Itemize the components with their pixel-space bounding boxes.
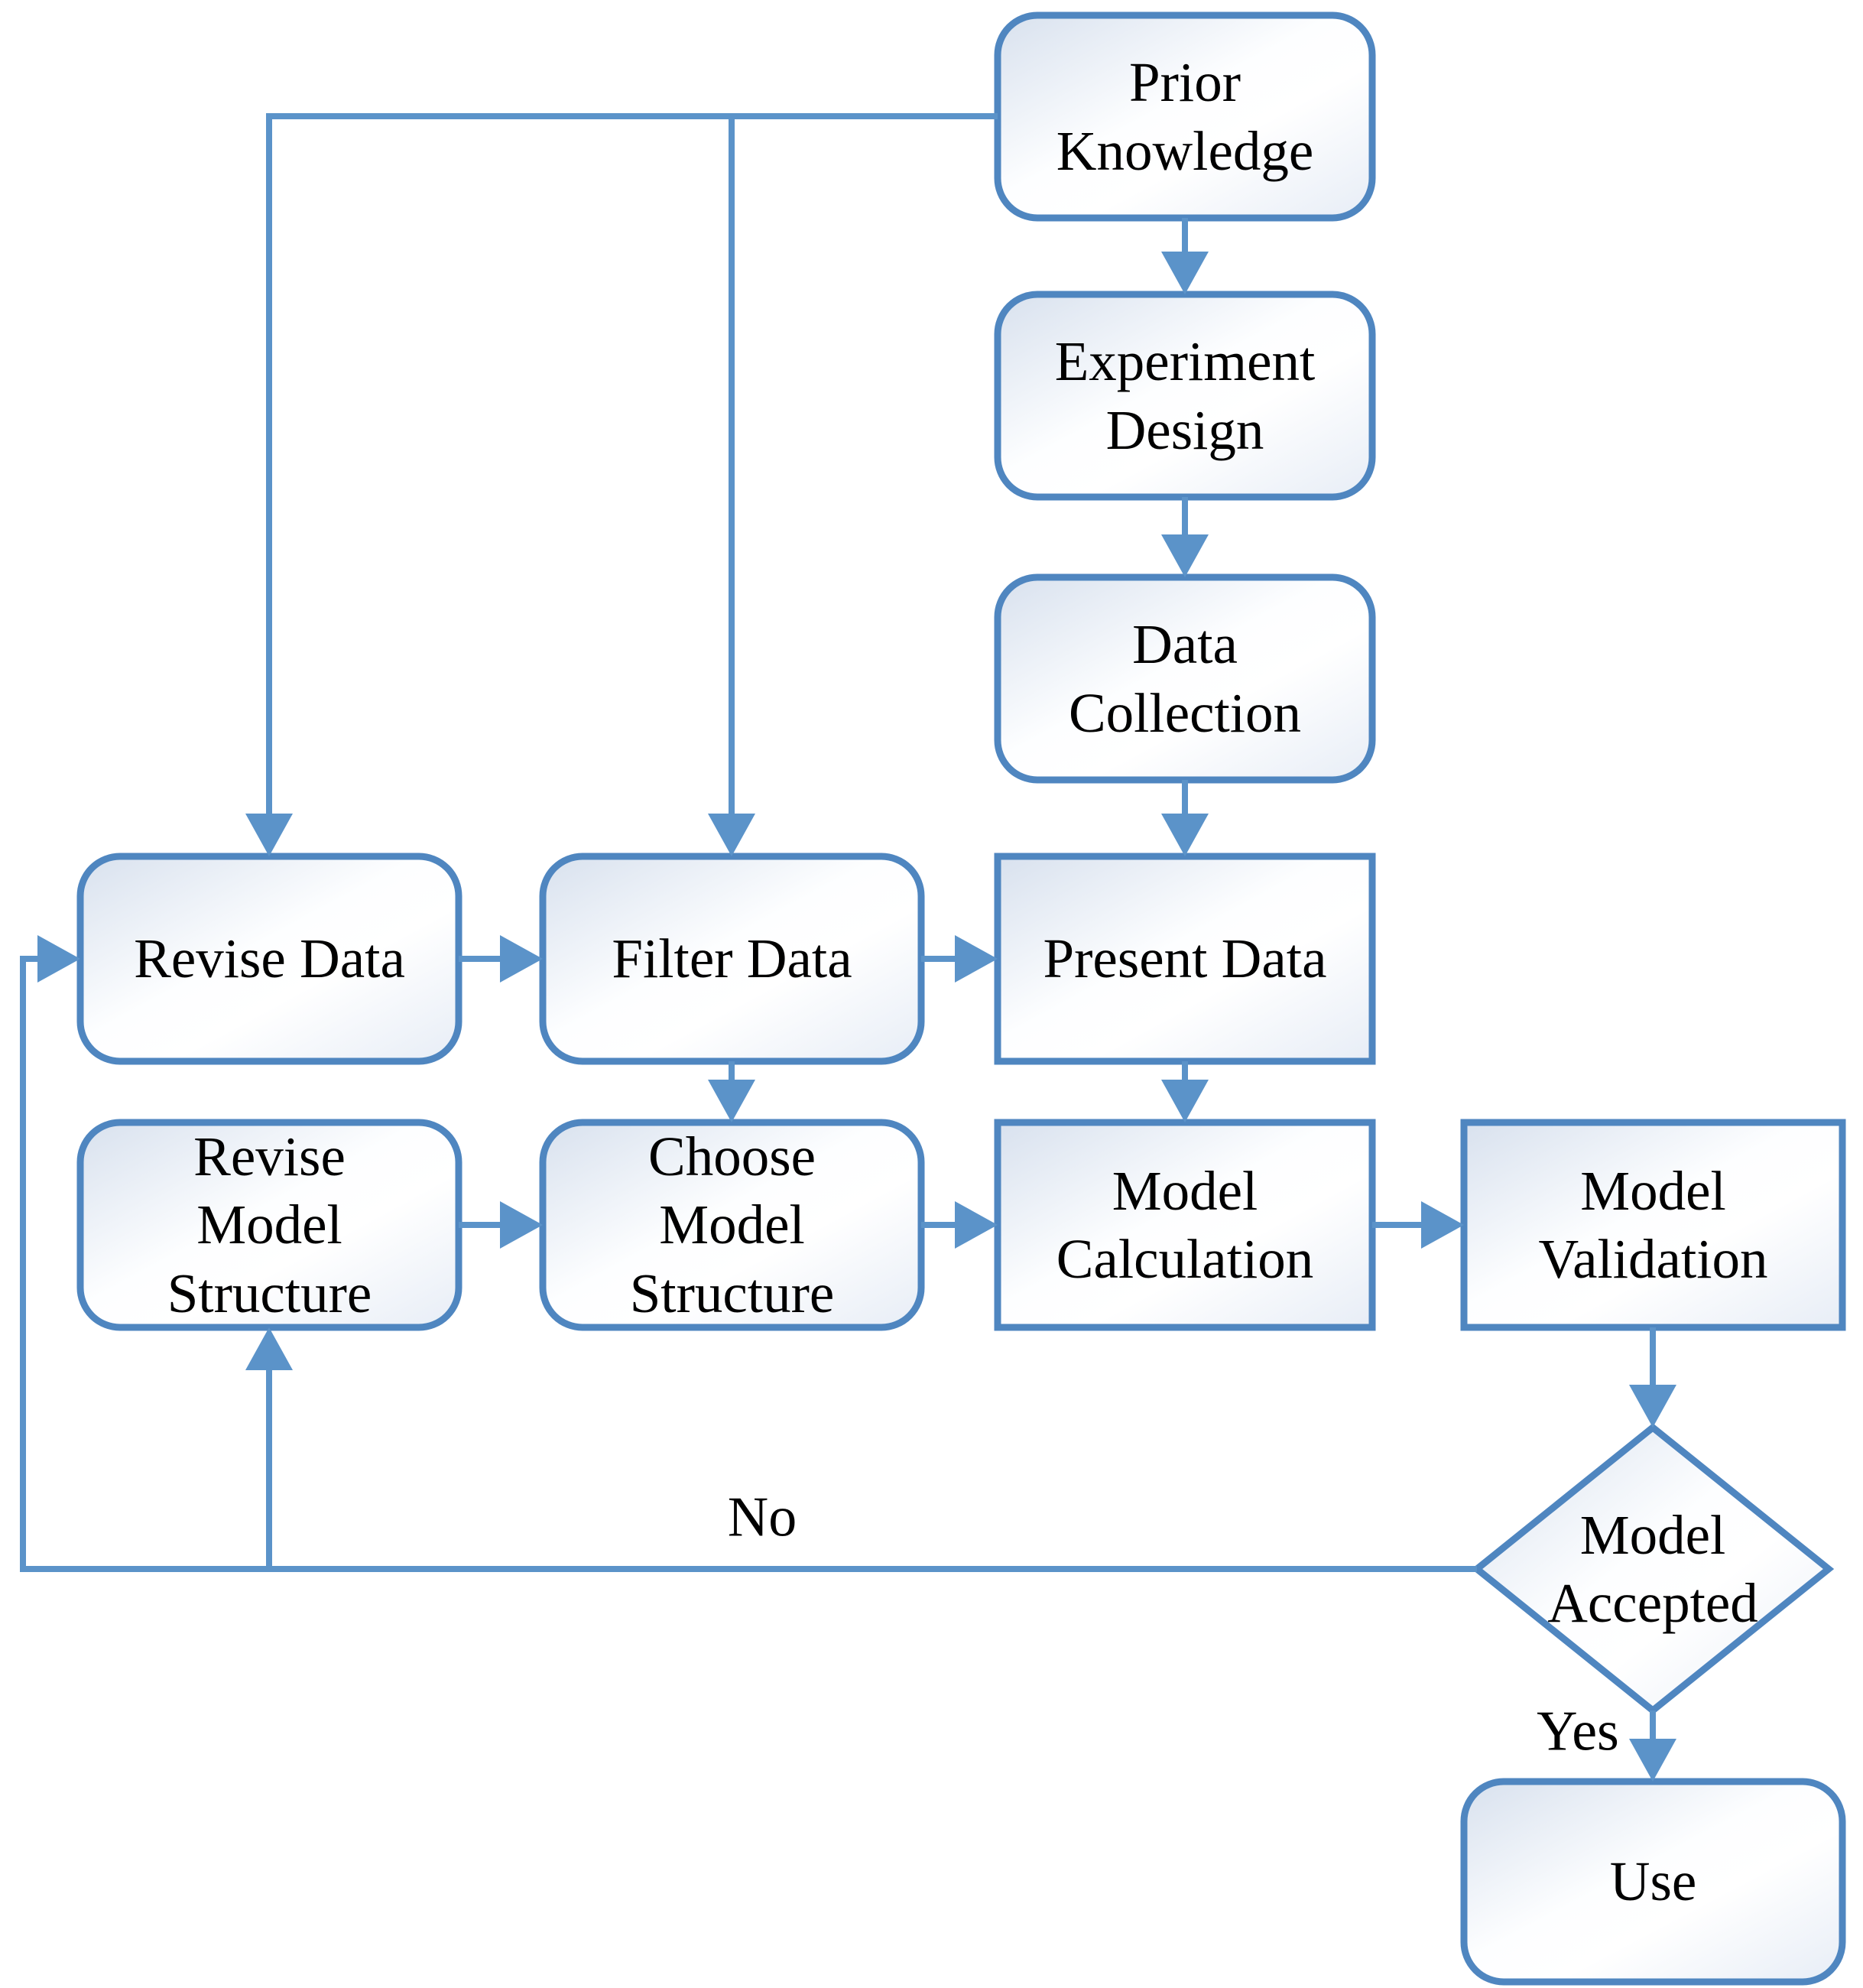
node-use-shape — [1460, 1778, 1846, 1986]
edge-prior-knowledge-to-revise-data — [266, 113, 998, 815]
node-revise-model-structure-label: Revise Model Structure — [167, 1126, 372, 1324]
edge-model-accepted-yes-to-use-arrowhead — [1629, 1739, 1676, 1782]
edge-label-no: No — [727, 1486, 797, 1549]
edge-model-validation-to-model-accepted-arrowhead — [1629, 1385, 1676, 1428]
node-revise-data-label: Revise Data — [134, 927, 405, 990]
edge-model-calculation-to-model-validation-arrowhead — [1421, 1201, 1464, 1249]
edge-prior-knowledge-to-filter-data-arrowhead — [708, 814, 755, 856]
edge-experiment-design-to-data-collection-arrowhead — [1161, 534, 1209, 577]
node-model-validation-shape — [1460, 1119, 1846, 1331]
node-model-calculation-label: Model Calculation — [1056, 1159, 1314, 1290]
edge-revise-model-structure-to-choose-model-structure-arrowhead — [500, 1201, 543, 1249]
node-data-collection-label: Data Collection — [1068, 613, 1302, 744]
node-present-data-label: Present Data — [1043, 927, 1327, 990]
edge-model-accepted-no-to-revise-data — [20, 956, 1477, 1572]
node-use-label: Use — [1609, 1850, 1697, 1913]
edge-label-yes: Yes — [1537, 1700, 1619, 1763]
edge-no-branch-to-revise-model-structure-arrowhead — [245, 1327, 293, 1370]
edge-present-data-to-model-calculation-arrowhead — [1161, 1080, 1209, 1122]
edge-prior-knowledge-to-experiment-design-arrowhead — [1161, 252, 1209, 294]
edge-revise-data-to-filter-data-arrowhead — [500, 935, 543, 983]
edge-prior-knowledge-to-revise-data-arrowhead — [245, 814, 293, 856]
node-filter-data-label: Filter Data — [612, 927, 852, 990]
node-prior-knowledge-label: Prior Knowledge — [1056, 51, 1314, 182]
edge-choose-model-structure-to-model-calculation-arrowhead — [955, 1201, 998, 1249]
node-experiment-design-label: Experiment Design — [1054, 330, 1316, 461]
edge-model-accepted-no-to-revise-data-arrowhead — [37, 935, 80, 983]
node-model-validation-label: Model Validation — [1538, 1159, 1768, 1290]
edge-filter-data-to-present-data-arrowhead — [955, 935, 998, 983]
edge-data-collection-to-present-data-arrowhead — [1161, 814, 1209, 856]
node-model-accepted-label: Model Accepted — [1547, 1503, 1758, 1634]
edge-filter-data-to-choose-model-structure-arrowhead — [708, 1080, 755, 1122]
node-choose-model-structure-label: Choose Model Structure — [629, 1126, 835, 1324]
